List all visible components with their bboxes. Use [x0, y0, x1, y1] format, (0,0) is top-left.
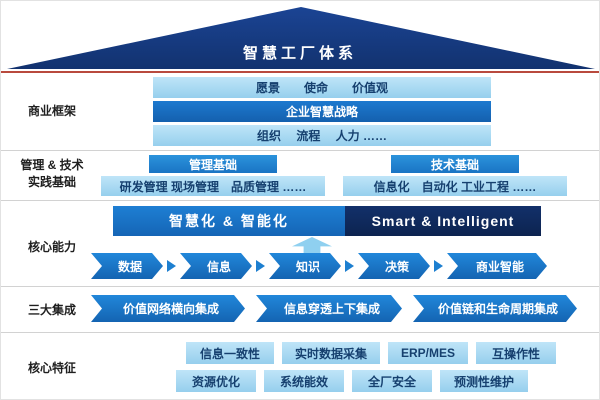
feature-box: 信息一致性	[186, 342, 274, 364]
side-label-integration: 三大集成	[27, 303, 76, 317]
capability-banner-cn: 智慧化 & 智能化	[113, 206, 345, 236]
features-row-2: 资源优化 系统能效 全厂安全 预测性维护	[176, 370, 528, 392]
feature-box: 全厂安全	[352, 370, 432, 392]
side-label-foundation: 管理 & 技术 实践基础	[20, 158, 84, 190]
flow-step-information: 信息	[180, 253, 252, 279]
technology-items-box: 信息化 自动化 工业工程 ……	[343, 176, 567, 196]
up-arrow-icon	[292, 237, 332, 254]
integration-item-vertical: 信息穿透上下集成	[256, 295, 402, 322]
feature-box: 互操作性	[476, 342, 556, 364]
business-strategy-box: 企业智慧战略	[153, 101, 491, 122]
management-foundation-group: 管理基础 研发管理 现场管理 品质管理 ……	[101, 155, 325, 196]
arrow-right-icon	[167, 260, 176, 272]
arrow-right-icon	[345, 260, 354, 272]
feature-box: 资源优化	[176, 370, 256, 392]
feature-box: ERP/MES	[388, 342, 468, 364]
features-row-1: 信息一致性 实时数据采集 ERP/MES 互操作性	[186, 342, 556, 364]
feature-box: 系统能效	[264, 370, 344, 392]
divider-1	[1, 150, 599, 151]
flow-step-data: 数据	[91, 253, 163, 279]
management-header-box: 管理基础	[149, 155, 277, 173]
business-org-box: 组织 流程 人力 ……	[153, 125, 491, 146]
flow-step-business-intelligence: 商业智能	[447, 253, 547, 279]
side-label-features: 核心特征	[27, 361, 76, 375]
divider-4	[1, 332, 599, 333]
divider-3	[1, 286, 599, 287]
capability-flow: 数据 信息 知识 决策 商业智能	[91, 253, 547, 279]
arrow-right-icon	[434, 260, 443, 272]
management-items-box: 研发管理 现场管理 品质管理 ……	[101, 176, 325, 196]
business-vision-box: 愿景 使命 价值观	[153, 77, 491, 98]
side-label-business: 商业框架	[27, 104, 76, 118]
capability-banner: 智慧化 & 智能化 Smart & Intelligent	[113, 206, 541, 236]
flow-step-decision: 决策	[358, 253, 430, 279]
integration-row: 价值网络横向集成 信息穿透上下集成 价值链和生命周期集成	[91, 295, 577, 322]
divider-2	[1, 200, 599, 201]
capability-banner-en: Smart & Intelligent	[345, 206, 541, 236]
integration-item-horizontal: 价值网络横向集成	[91, 295, 245, 322]
side-label-capability: 核心能力	[27, 240, 76, 254]
divider-roof	[1, 71, 599, 73]
business-framework-stack: 愿景 使命 价值观 企业智慧战略 组织 流程 人力 ……	[153, 77, 491, 146]
feature-box: 实时数据采集	[282, 342, 380, 364]
arrow-right-icon	[256, 260, 265, 272]
feature-box: 预测性维护	[440, 370, 528, 392]
flow-step-knowledge: 知识	[269, 253, 341, 279]
technology-foundation-group: 技术基础 信息化 自动化 工业工程 ……	[343, 155, 567, 196]
roof-title: 智慧工厂体系	[242, 45, 357, 62]
technology-header-box: 技术基础	[391, 155, 519, 173]
integration-item-lifecycle: 价值链和生命周期集成	[413, 295, 577, 322]
